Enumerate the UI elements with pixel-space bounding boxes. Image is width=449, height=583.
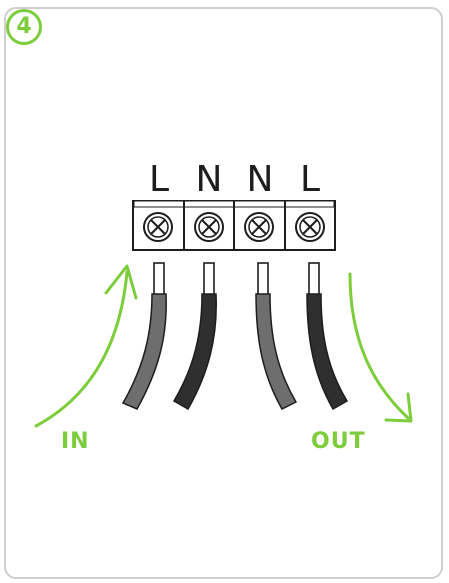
- terminal-label-4: L: [299, 159, 321, 200]
- out-label: OUT: [311, 429, 366, 454]
- terminal-label-2: N: [195, 159, 223, 200]
- terminal-label-3: N: [246, 159, 274, 200]
- wire-neutral-in: [172, 293, 218, 411]
- stripped-wire-ends: [153, 262, 320, 296]
- screw-icon: [194, 212, 224, 242]
- screw-icon: [244, 212, 274, 242]
- wire-live-in: [121, 293, 167, 410]
- in-arrow-icon: [34, 264, 138, 428]
- wire-neutral-out: [255, 293, 298, 410]
- out-arrow-icon: [348, 272, 413, 423]
- instruction-card: [4, 7, 443, 579]
- screw-icon: [143, 212, 173, 242]
- in-label: IN: [61, 429, 90, 454]
- wire-live-out: [306, 293, 349, 411]
- terminal-label-1: L: [148, 159, 170, 200]
- step-number-badge: 4: [6, 9, 42, 45]
- screw-icon: [295, 212, 325, 242]
